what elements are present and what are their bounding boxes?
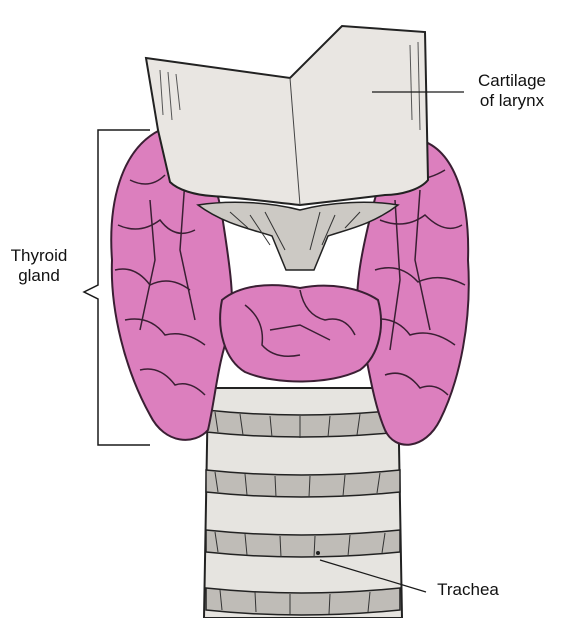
trachea-label: Trachea <box>428 580 508 600</box>
thyroid-label-line2: gland <box>0 266 78 286</box>
thyroid-label: Thyroid gland <box>0 246 78 286</box>
cartilage-label-line2: of larynx <box>466 91 558 111</box>
trachea <box>204 388 402 618</box>
cartilage-label: Cartilage of larynx <box>466 71 558 111</box>
thyroid-isthmus <box>220 285 381 381</box>
thyroid-label-line1: Thyroid <box>0 246 78 266</box>
cartilage-label-line1: Cartilage <box>466 71 558 91</box>
